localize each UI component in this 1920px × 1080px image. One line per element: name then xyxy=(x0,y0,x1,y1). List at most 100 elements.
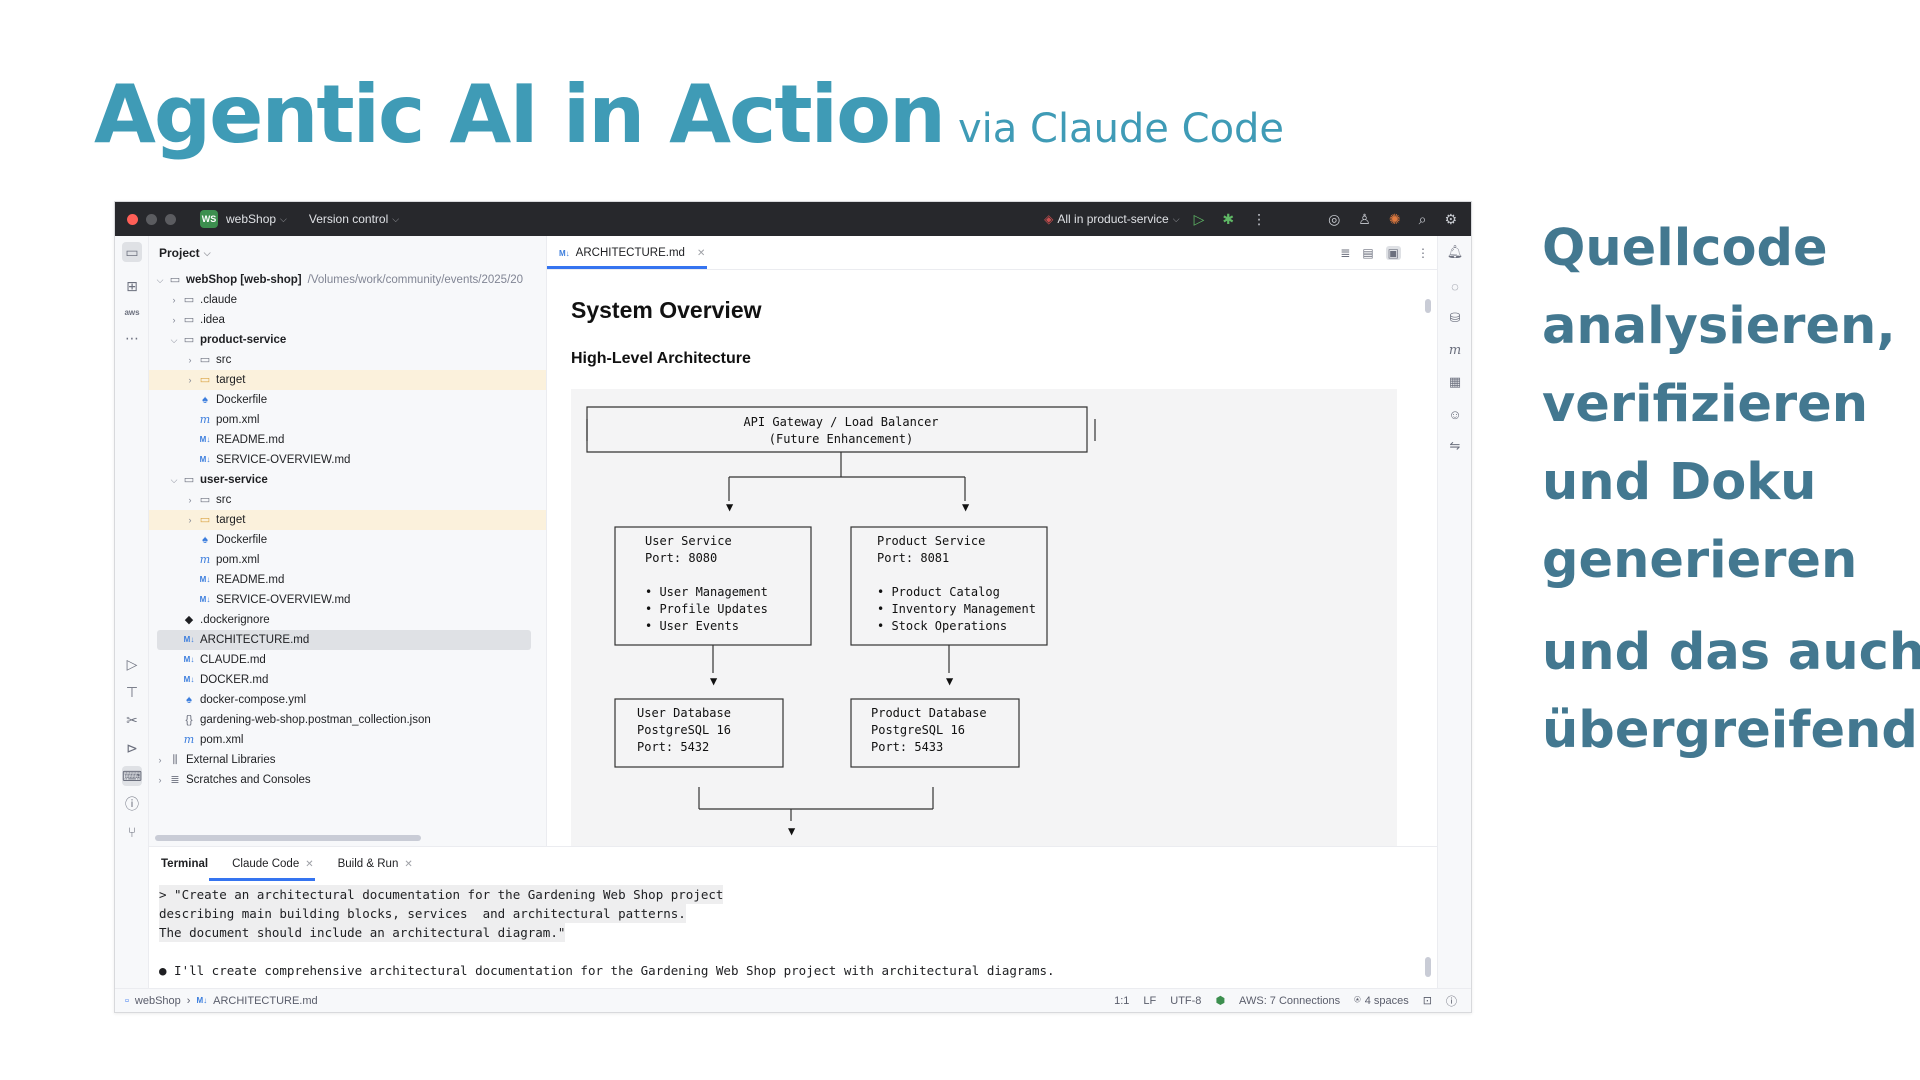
aws-connection-icon[interactable]: ⬢ xyxy=(1215,995,1226,1007)
tree-row[interactable]: ›⫼External Libraries xyxy=(153,750,276,770)
vertical-scrollbar[interactable] xyxy=(1425,957,1431,977)
breadcrumb-file[interactable]: ARCHITECTURE.md xyxy=(213,994,318,1007)
more-icon[interactable]: ⋮ xyxy=(1417,246,1429,260)
tree-row[interactable]: M↓CLAUDE.md xyxy=(181,650,266,670)
tree-row[interactable]: ♠Dockerfile xyxy=(197,530,267,550)
close-icon[interactable]: ✕ xyxy=(305,858,314,870)
editor: M↓ ARCHITECTURE.md ✕ ≣ ▤ ▣ ⋮ System Over… xyxy=(547,236,1437,889)
tab-claude-code[interactable]: Claude Code ✕ xyxy=(220,847,326,881)
tree-label: target xyxy=(216,374,246,386)
product-db-label: Product Database xyxy=(871,706,987,720)
structure-icon[interactable]: ⊞ xyxy=(126,277,138,294)
tab-architecture-md[interactable]: M↓ ARCHITECTURE.md ✕ xyxy=(547,236,717,270)
build-icon[interactable]: ⊤ xyxy=(125,683,139,700)
tree-row[interactable]: ◆.dockerignore xyxy=(181,610,270,630)
close-icon[interactable]: ✕ xyxy=(696,247,706,259)
git-icon[interactable]: ⑂ xyxy=(127,824,137,840)
line-separator[interactable]: LF xyxy=(1143,994,1157,1007)
chevron-right-icon: › xyxy=(172,315,176,325)
settings-icon[interactable]: ⚙ xyxy=(1444,210,1457,227)
add-user-icon[interactable]: ♙ xyxy=(1358,210,1371,227)
editor-only-icon[interactable]: ≣ xyxy=(1340,246,1351,260)
terminal-icon[interactable]: ⌨ xyxy=(122,766,142,786)
markdown-icon: M↓ xyxy=(183,635,195,644)
run-config-selector[interactable]: ◈ All in product-service ⌵ xyxy=(1044,212,1179,226)
breadcrumb-project[interactable]: webShop xyxy=(134,994,181,1007)
user-service-label: Port: 8080 xyxy=(645,551,717,565)
vcs-selector[interactable]: Version control ⌵ xyxy=(309,212,399,226)
tree-path: /Volumes/work/community/events/2025/20 xyxy=(307,274,524,286)
user-db-label: PostgreSQL 16 xyxy=(637,723,731,737)
project-panel-header[interactable]: Project ⌵ xyxy=(149,236,546,270)
tree-row[interactable]: M↓SERVICE-OVERVIEW.md xyxy=(197,450,351,470)
tree-row[interactable]: ⌵▭product-service xyxy=(167,330,287,350)
maven-icon[interactable]: m xyxy=(1448,342,1462,358)
tree-row-selected[interactable]: M↓ARCHITECTURE.md xyxy=(157,630,531,650)
tree-row[interactable]: ›≣Scratches and Consoles xyxy=(153,770,311,790)
zoom-window-button[interactable] xyxy=(165,213,176,225)
run-tool-icon[interactable]: ▷ xyxy=(126,655,138,672)
database-icon[interactable]: ⛁ xyxy=(1449,310,1461,325)
problems-icon[interactable]: ⓘ xyxy=(125,796,139,812)
coverage-icon[interactable]: ▦ xyxy=(1448,374,1462,389)
split-view-icon[interactable]: ▤ xyxy=(1362,246,1374,260)
ai-chat-icon[interactable]: ◌ xyxy=(1451,278,1459,294)
gateway-label: API Gateway / Load Balancer xyxy=(743,415,938,429)
tree-row[interactable]: M↓SERVICE-OVERVIEW.md xyxy=(197,590,351,610)
tree-row[interactable]: ›▭.claude xyxy=(167,290,238,310)
search-icon[interactable]: ⌕ xyxy=(1418,210,1427,227)
notifications-icon[interactable]: 🔔︎ xyxy=(1446,244,1464,259)
chevron-down-icon: ⌵ xyxy=(156,275,164,285)
caret-position[interactable]: 1:1 xyxy=(1114,994,1130,1007)
tree-row[interactable]: ›▭src xyxy=(183,490,232,510)
more-tools-icon[interactable]: ⋯ xyxy=(125,329,139,346)
tree-row[interactable]: M↓README.md xyxy=(197,430,285,450)
aws-connections[interactable]: AWS: 7 Connections xyxy=(1239,994,1341,1007)
aws-icon[interactable]: aws xyxy=(124,307,140,317)
claude-icon[interactable]: ✺ xyxy=(1388,210,1401,227)
endpoints-icon[interactable]: ⊳ xyxy=(126,739,138,756)
more-icon[interactable]: ⋮ xyxy=(1252,210,1267,227)
run-icon[interactable]: ▷ xyxy=(1193,210,1205,227)
vertical-scrollbar[interactable] xyxy=(1425,299,1431,313)
active-tab-indicator xyxy=(547,266,707,269)
response-line: ● I'll create comprehensive architectura… xyxy=(159,963,1055,978)
close-window-button[interactable] xyxy=(127,213,138,225)
warning-icon[interactable]: ⓘ xyxy=(1446,995,1457,1008)
preview-only-icon[interactable]: ▣ xyxy=(1385,246,1401,260)
project-folder-icon[interactable]: ▭ xyxy=(122,242,142,262)
copilot-icon[interactable]: ☺ xyxy=(1448,406,1462,422)
arrow-down-icon: ▼ xyxy=(962,500,970,514)
http-client-icon[interactable]: ⇋ xyxy=(1449,438,1461,453)
tree-row[interactable]: ›▭target xyxy=(149,370,546,390)
lock-icon[interactable]: ⊡ xyxy=(1422,995,1432,1007)
ai-assistant-icon[interactable]: ◎ xyxy=(1328,210,1341,227)
tree-row[interactable]: ♠Dockerfile xyxy=(197,390,267,410)
project-selector[interactable]: webShop ⌵ xyxy=(226,212,287,226)
tree-row-root[interactable]: ⌵ ▭ webShop [web-shop] /Volumes/work/com… xyxy=(149,270,546,290)
maven-icon: m xyxy=(183,733,195,746)
horizontal-scrollbar[interactable] xyxy=(155,835,421,841)
file-encoding[interactable]: UTF-8 xyxy=(1170,994,1202,1007)
tree-row[interactable]: ♠docker-compose.yml xyxy=(181,690,306,710)
user-db-box xyxy=(614,698,784,768)
tree-row[interactable]: {}gardening-web-shop.postman_collection.… xyxy=(181,710,430,730)
tree-row[interactable]: ›▭.idea xyxy=(167,310,225,330)
tree-row[interactable]: M↓DOCKER.md xyxy=(181,670,269,690)
indent-setting[interactable]: 4 spaces xyxy=(1364,994,1409,1007)
tree-row[interactable]: ›▭target xyxy=(149,510,546,530)
tree-label: CLAUDE.md xyxy=(200,654,266,666)
tree-row[interactable]: M↓README.md xyxy=(197,570,285,590)
tree-row[interactable]: ⌵▭user-service xyxy=(167,470,268,490)
terminal-output[interactable]: > "Create an architectural documentation… xyxy=(149,881,1437,980)
services-icon[interactable]: ✂ xyxy=(126,711,138,728)
debug-icon[interactable]: ✱ xyxy=(1222,210,1235,227)
tab-build-run[interactable]: Build & Run ✕ xyxy=(326,847,425,881)
minimize-window-button[interactable] xyxy=(146,213,157,225)
tree-row[interactable]: ›▭src xyxy=(183,350,232,370)
close-icon[interactable]: ✕ xyxy=(404,858,413,870)
